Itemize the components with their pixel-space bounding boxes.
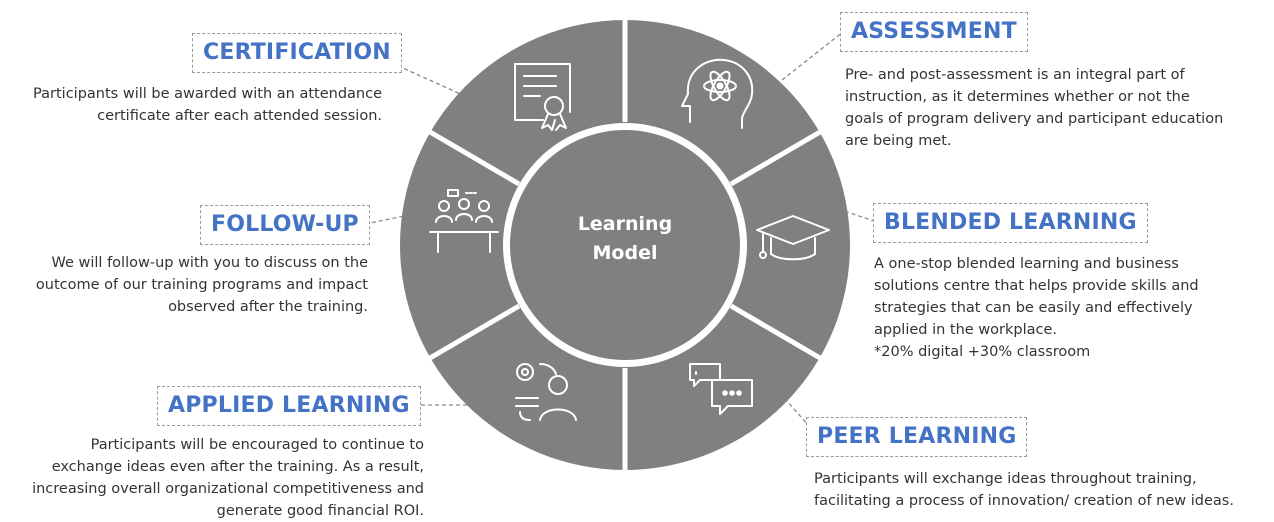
label-applied-learning: APPLIED LEARNING — [157, 386, 421, 426]
desc-line: A one-stop blended learning and business — [874, 256, 1179, 272]
desc-line: exchange ideas even after the training. … — [51, 459, 424, 475]
desc-peer-learning: Participants will exchange ideas through… — [814, 468, 1234, 512]
center-title-line1: Learning — [577, 213, 673, 235]
desc-blended-learning: A one-stop blended learning and business… — [874, 253, 1199, 363]
desc-line: certificate after each attended session. — [97, 108, 382, 124]
desc-line: goals of program delivery and participan… — [845, 111, 1224, 127]
center-title: Learning Model — [525, 210, 725, 268]
desc-line: increasing overall organizational compet… — [32, 481, 424, 497]
label-blended-learning: BLENDED LEARNING — [873, 203, 1148, 243]
desc-follow-up: We will follow-up with you to discuss on… — [36, 252, 368, 318]
desc-line: *20% digital +30% classroom — [874, 344, 1091, 360]
desc-line: are being met. — [845, 133, 952, 149]
desc-line: facilitating a process of innovation/ cr… — [814, 493, 1234, 509]
desc-line: strategies that can be easily and effect… — [874, 300, 1193, 316]
wheel — [400, 20, 850, 470]
desc-line: solutions centre that helps provide skil… — [874, 278, 1199, 294]
desc-line: outcome of our training programs and imp… — [35, 277, 368, 293]
connector-assessment — [781, 31, 844, 81]
label-follow-up: FOLLOW-UP — [200, 205, 370, 245]
desc-line: Pre- and post-assessment is an integral … — [845, 67, 1185, 83]
desc-applied-learning: Participants will be encouraged to conti… — [32, 434, 424, 522]
segment-dividers — [428, 20, 822, 470]
label-peer-learning: PEER LEARNING — [806, 417, 1028, 457]
meeting-table-icon — [429, 189, 499, 253]
desc-line: instruction, as it determines whether or… — [845, 89, 1190, 105]
label-certification: CERTIFICATION — [192, 33, 402, 73]
chat-bubbles-icon — [689, 363, 753, 415]
desc-line: applied in the workplace. — [874, 322, 1058, 338]
desc-line: We will follow-up with you to discuss on… — [51, 255, 369, 271]
desc-line: Participants will be awarded with an att… — [33, 86, 382, 102]
desc-certification: Participants will be awarded with an att… — [33, 83, 382, 127]
gear-person-icon — [515, 363, 577, 421]
desc-line: observed after the training. — [168, 299, 368, 315]
desc-line: generate good financial ROI. — [216, 503, 424, 519]
desc-assessment: Pre- and post-assessment is an integral … — [845, 64, 1223, 152]
desc-line: Participants will be encouraged to conti… — [90, 437, 424, 453]
certificate-icon — [514, 63, 571, 131]
center-disc — [510, 130, 740, 360]
label-assessment: ASSESSMENT — [840, 12, 1028, 52]
atom-head-icon — [681, 58, 754, 129]
desc-line: Participants will exchange ideas through… — [814, 471, 1197, 487]
graduation-cap-icon — [756, 215, 830, 261]
center-title-line2: Model — [592, 242, 658, 264]
